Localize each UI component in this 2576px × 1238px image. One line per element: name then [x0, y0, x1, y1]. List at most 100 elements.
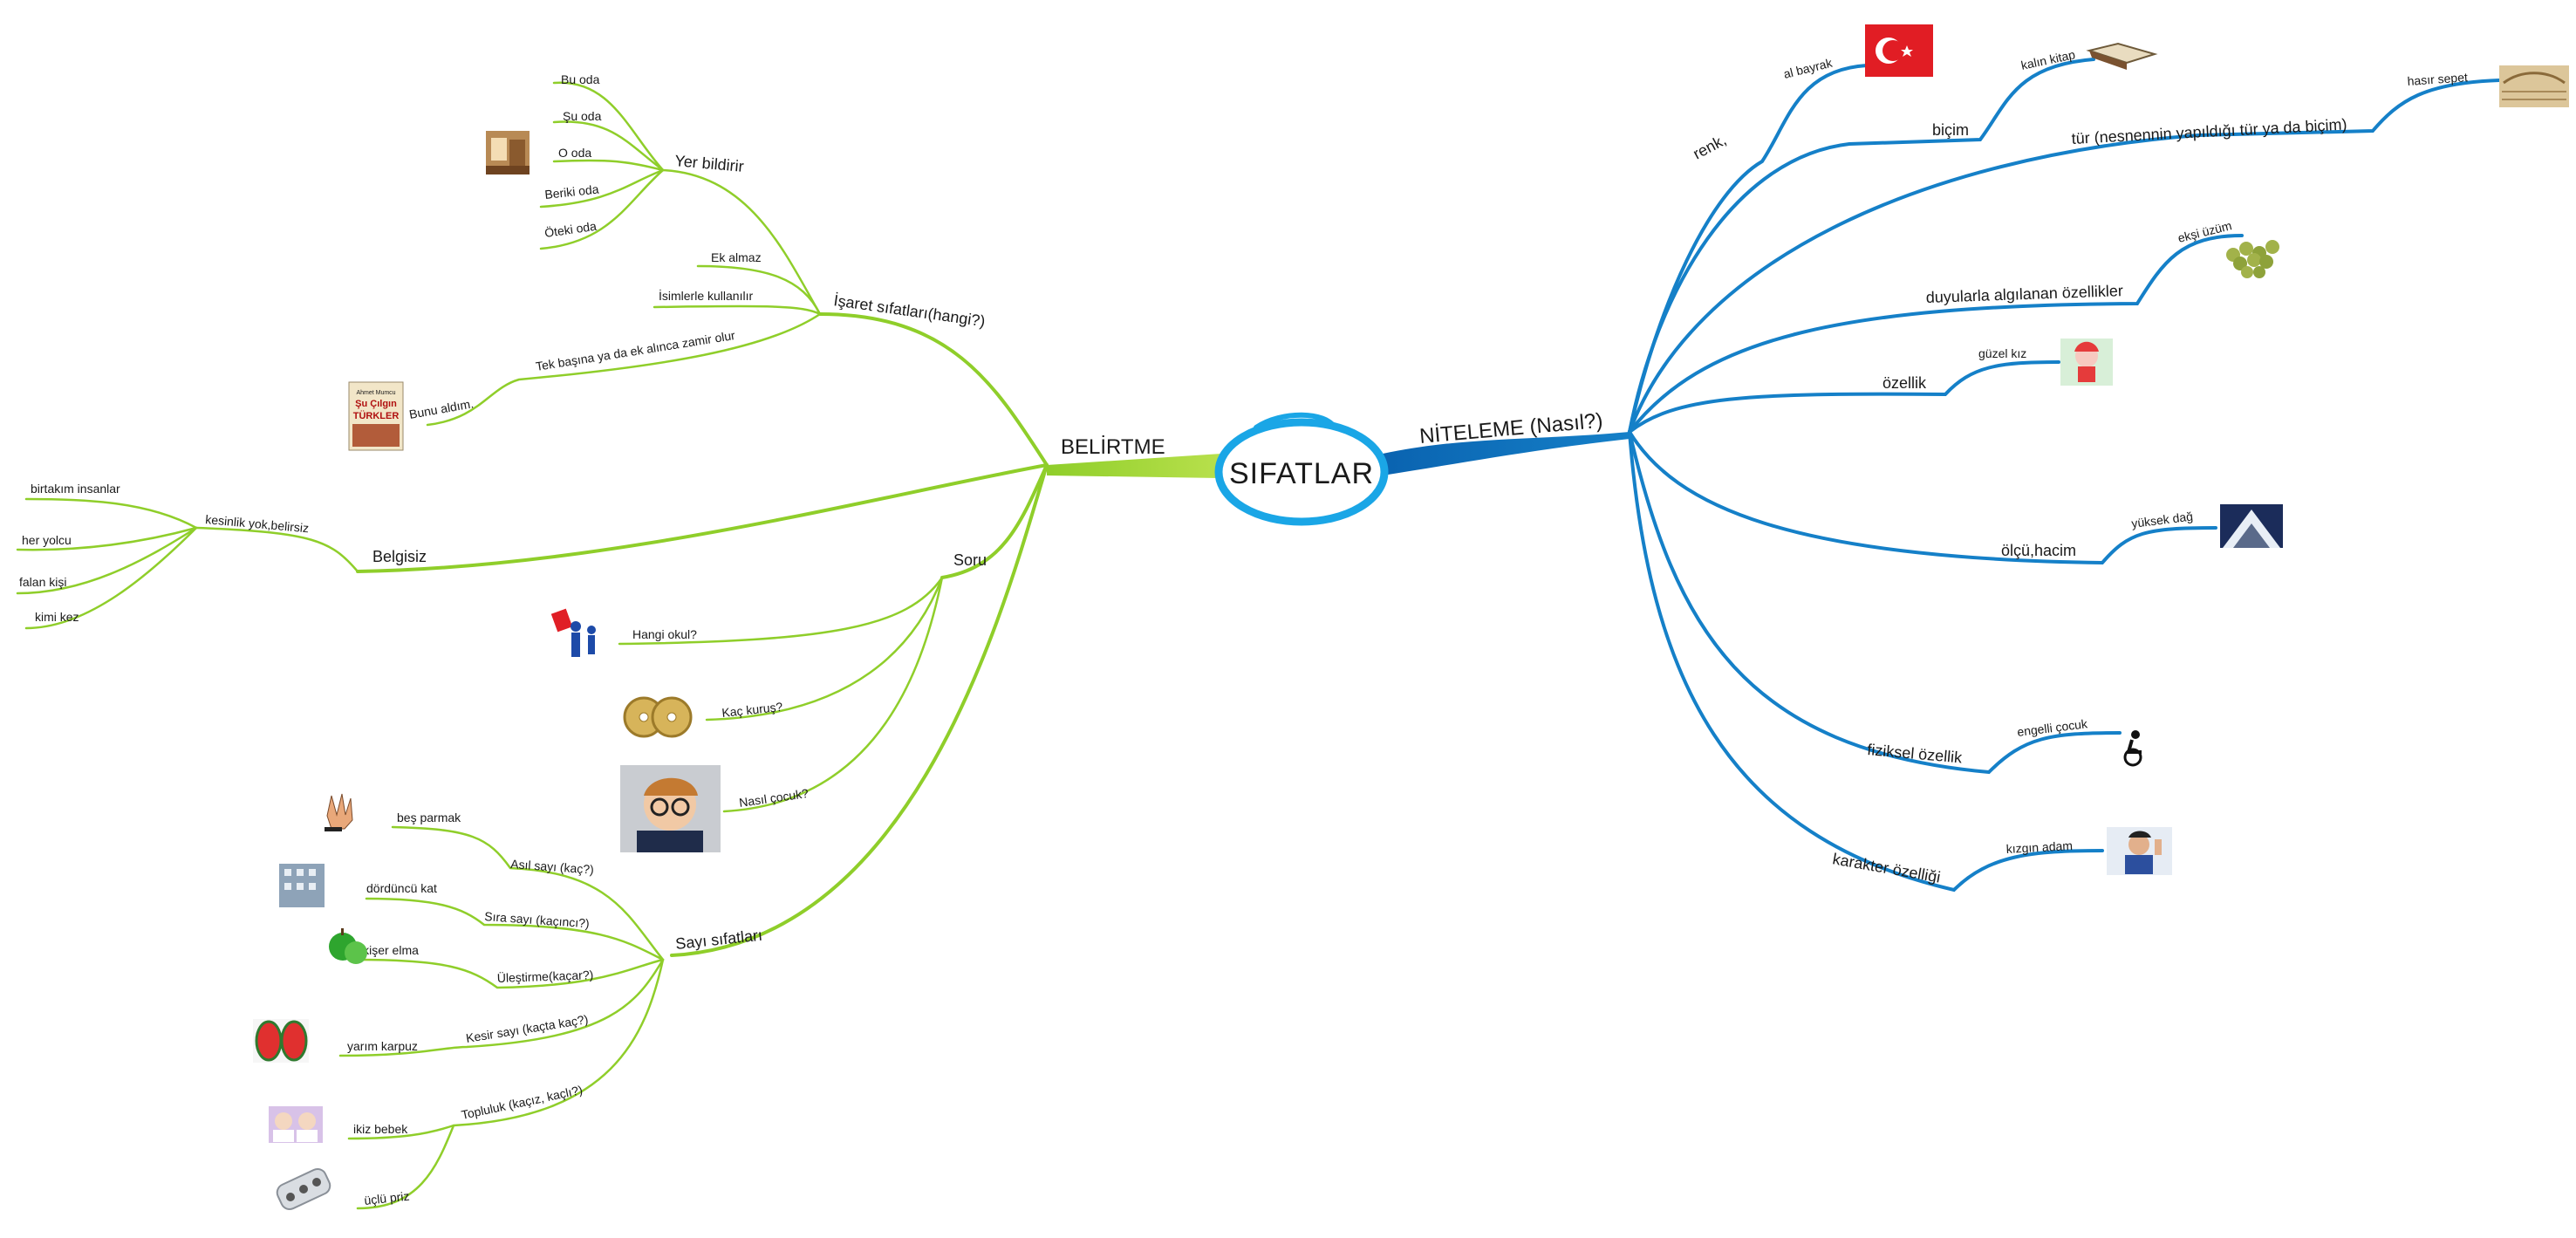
yer-label: Yer bildirir: [674, 152, 745, 175]
wheelchair-image: [2123, 730, 2142, 767]
book-image: Ahmet Mumcu Şu Çılgın TÜRKLER: [348, 381, 404, 451]
niteleme-tur-example: hasır sepet: [2407, 70, 2468, 88]
belgisiz-label: Belgisiz: [372, 548, 427, 565]
center-node[interactable]: SIFATLAR: [1047, 412, 1630, 526]
yer-item-oteki-line: [539, 168, 665, 250]
asil-example: beş parmak: [397, 811, 461, 824]
sira-example: dördüncü kat: [366, 881, 437, 895]
topluluk-example-ikiz: ikiz bebek: [353, 1122, 408, 1136]
niteleme-ozellik-example: güzel kız: [1978, 346, 2026, 360]
niteleme-bicim-line: [1628, 58, 2095, 434]
belgisiz-item-her: her yolcu: [22, 533, 72, 547]
center-ring: [1214, 418, 1389, 526]
ulestirme-example: ikişer elma: [360, 943, 419, 957]
sira-line: [365, 897, 665, 961]
soru-item-hangi-line: [618, 576, 944, 646]
soru-item-nasil-line: [722, 576, 944, 813]
niteleme-olcu-label: ölçü,hacim: [2001, 542, 2076, 559]
topluluk-uclu-line: [356, 1124, 455, 1210]
belgisiz-item-birtakim: birtakım insanlar: [31, 482, 120, 496]
isaret-node[interactable]: İşaret sıfatları(hangi?): [832, 291, 986, 330]
asil-label: Asıl sayı (kaç?): [510, 857, 595, 877]
center-ring-tail: [1254, 412, 1337, 430]
school-image: [550, 608, 596, 657]
belirtme-trunk: [1047, 454, 1221, 478]
mountain-image: [2220, 504, 2283, 548]
niteleme-renk-label: renk,: [1690, 131, 1729, 162]
angry-man-image: [2107, 827, 2172, 875]
bunu-aldim-label: Bunu aldım.: [408, 396, 475, 421]
niteleme-renk-line: [1628, 64, 1869, 434]
kesir-line: [338, 958, 665, 1057]
belgisiz-item-her-line: [16, 526, 198, 551]
niteleme-duyular-line: [1628, 234, 2244, 434]
isaret-label: İşaret sıfatları(hangi?): [832, 291, 986, 330]
ulestirme-label: Üleştirme(kaçar?): [497, 967, 594, 985]
yer-item-bu-line: [552, 81, 665, 172]
niteleme-trunk: [1383, 432, 1630, 475]
soru-item-hangi: Hangi okul?: [632, 627, 697, 641]
belgisiz-item-kimi: kimi kez: [35, 610, 79, 624]
niteleme-ozellik-label: özellik: [1882, 374, 1927, 392]
soru-item-kac-line: [705, 576, 944, 722]
yer-connector: [661, 168, 822, 316]
belgisiz-item-falan: falan kişi: [19, 575, 66, 589]
niteleme-olcu-line: [1628, 430, 2217, 565]
yer-item-beriki-line: [539, 168, 665, 209]
yer-item-beriki: Beriki oda: [544, 182, 600, 202]
soru-label: Soru: [953, 551, 987, 569]
niteleme-karakter-example: kızgın adam: [2005, 838, 2073, 856]
belgisiz-item-birtakim-line: [24, 497, 198, 530]
niteleme-branch[interactable]: NİTELEME (Nasıl?) renk, al bayrak biçim …: [1418, 24, 2569, 893]
niteleme-fiziksel-line: [1628, 430, 2122, 775]
soru-connector: [940, 463, 1049, 579]
isimlerle-line: [653, 304, 822, 316]
yer-item-su-line: [552, 120, 665, 172]
kesinlik-line: [195, 526, 359, 573]
center-label: SIFATLAR: [1229, 457, 1374, 490]
belgisiz-item-kimi-line: [24, 526, 198, 630]
niteleme-tur-line: [1628, 79, 2501, 434]
boy-image: [620, 765, 721, 852]
socket-image: [276, 1168, 331, 1210]
niteleme-bicim-label: biçim: [1932, 121, 1969, 139]
soru-item-nasil: Nasıl çocuk?: [738, 786, 810, 810]
belirtme-branch[interactable]: BELİRTME İşaret sıfatları(hangi?) Yer bi…: [16, 72, 1165, 1212]
basket-image: [2499, 65, 2569, 107]
asil-line: [391, 825, 665, 961]
room-image: [486, 131, 530, 174]
niteleme-karakter-line: [1628, 430, 2104, 893]
tek-basina-line: [426, 312, 822, 427]
book-author: Ahmet Mumcu: [356, 390, 395, 396]
apple-image: [329, 928, 367, 964]
kesir-example: yarım karpuz: [347, 1039, 418, 1053]
niteleme-tur-label: tür (nesnennin yapıldığı tür ya da biçim…: [2071, 115, 2347, 147]
watermelon-image: [253, 1019, 309, 1063]
book-open-image: [2086, 42, 2158, 70]
building-image: [279, 864, 325, 907]
belgisiz-item-falan-line: [16, 526, 198, 595]
soru-item-kac: Kaç kuruş?: [721, 700, 784, 720]
twins-image: [269, 1106, 323, 1143]
ek-almaz-line: [696, 264, 822, 316]
belirtme-label: BELİRTME: [1061, 435, 1165, 459]
coins-image: [623, 696, 693, 738]
belgisiz-connector: [356, 463, 1049, 573]
yer-item-o: O oda: [558, 146, 591, 160]
sayi-connector: [670, 463, 1049, 957]
topluluk-line: [347, 958, 665, 1140]
girl-image: [2060, 339, 2113, 386]
yer-item-bu: Bu oda: [561, 72, 600, 86]
book-title-2: TÜRKLER: [353, 410, 400, 421]
book-title-1: Şu Çılgın: [355, 399, 397, 409]
ulestirme-line: [356, 958, 665, 989]
ek-almaz-label: Ek almaz: [711, 250, 762, 264]
yer-item-o-line: [552, 159, 665, 172]
yer-item-su: Şu oda: [563, 109, 602, 123]
niteleme-ozellik-line: [1628, 360, 2060, 434]
topluluk-example-uclu: üçlü priz: [364, 1189, 411, 1207]
hand-image: [325, 793, 353, 831]
isaret-connector: [818, 312, 1049, 467]
grapes-image: [2226, 240, 2279, 278]
